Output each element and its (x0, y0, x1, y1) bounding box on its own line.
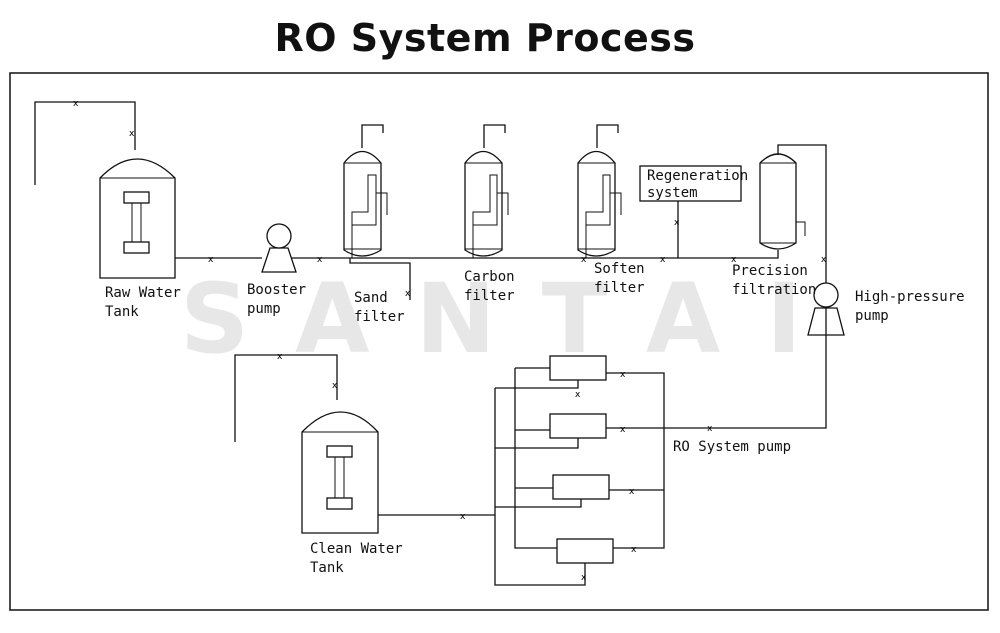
svg-text:x: x (73, 99, 79, 109)
clean-water-tank: x x x (234, 352, 495, 534)
svg-text:x: x (620, 425, 626, 435)
carbon-filter (464, 124, 509, 258)
raw-water-label-2: Tank (105, 304, 139, 320)
sand-filter-drain (349, 258, 411, 300)
diagram-frame (9, 72, 989, 611)
svg-text:x: x (208, 255, 214, 265)
svg-text:x: x (460, 512, 466, 522)
booster-label-1: Booster (247, 282, 306, 298)
high-pressure-pump: x (664, 282, 845, 434)
booster-label-2: pump (247, 301, 281, 317)
high-pressure-label-1: High-pressure (855, 289, 965, 305)
svg-text:x: x (707, 424, 713, 434)
svg-text:x: x (405, 289, 411, 299)
svg-text:x: x (631, 545, 637, 555)
svg-text:x: x (332, 381, 338, 391)
sand-label-1: Sand (354, 290, 388, 306)
precision-label-1: Precision (732, 263, 808, 279)
sand-filter (343, 124, 388, 258)
regeneration-system: x (639, 165, 742, 258)
svg-text:x: x (581, 573, 587, 583)
page-title: RO System Process (274, 16, 696, 60)
raw-water-label-1: Raw Water (105, 285, 181, 301)
svg-text:x: x (660, 255, 666, 265)
svg-text:x: x (129, 129, 135, 139)
svg-text:x: x (277, 352, 283, 362)
svg-text:x: x (821, 255, 827, 265)
precision-label-2: filtration (732, 282, 816, 298)
regeneration-label-2: system (647, 185, 698, 201)
raw-water-tank: x x (34, 99, 176, 279)
high-pressure-label-2: pump (855, 308, 889, 324)
svg-text:x: x (620, 370, 626, 380)
svg-text:x: x (731, 255, 737, 265)
ro-membrane-bank: x x x x x x (494, 355, 665, 586)
svg-text:x: x (575, 390, 581, 400)
svg-text:x: x (317, 255, 323, 265)
booster-pump: x (261, 223, 346, 273)
soften-filter (577, 124, 622, 258)
sand-label-2: filter (354, 309, 405, 325)
svg-text:x: x (629, 487, 635, 497)
carbon-label-2: filter (464, 288, 515, 304)
clean-water-label-2: Tank (310, 560, 344, 576)
svg-text:x: x (674, 218, 680, 228)
watermark: SANTAI (180, 263, 848, 375)
regeneration-label-1: Regeneration (647, 168, 748, 184)
ro-pump-label: RO System pump (673, 439, 791, 455)
soften-label-2: filter (594, 280, 645, 296)
carbon-label-1: Carbon (464, 269, 515, 285)
precision-filter: x (759, 144, 827, 285)
clean-water-label-1: Clean Water (310, 541, 403, 557)
svg-text:x: x (581, 255, 587, 265)
soften-label-1: Soften (594, 261, 645, 277)
